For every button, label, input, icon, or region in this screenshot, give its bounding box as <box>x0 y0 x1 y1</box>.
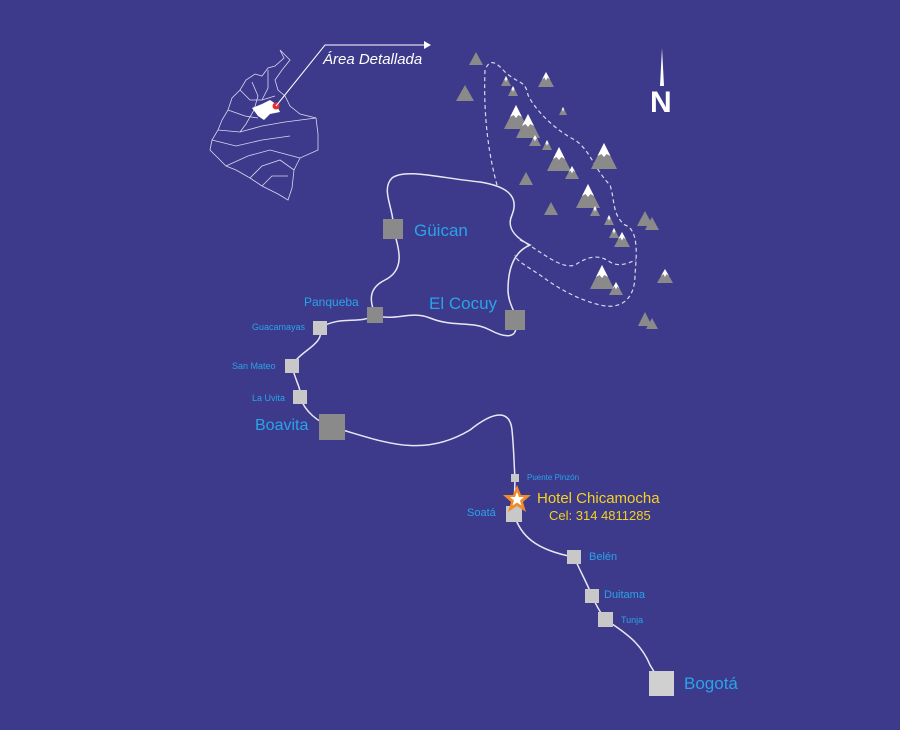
town-marker-san-mateo[interactable] <box>285 359 299 373</box>
town-label-belen: Belén <box>589 551 618 563</box>
hotel-phone: Cel: 314 4811285 <box>549 508 651 523</box>
snow-cap-icon <box>612 282 620 290</box>
hotel-name: Hotel Chicamocha <box>537 490 660 507</box>
town-marker-la-uvita[interactable] <box>293 390 307 404</box>
snow-cap-icon <box>522 114 534 127</box>
hiking-trail <box>484 62 637 307</box>
town-marker-duitama[interactable] <box>585 589 599 603</box>
inset-arrow-line <box>275 44 424 107</box>
snow-cap-icon <box>561 107 565 112</box>
town-label-bogota: Bogotá <box>684 674 738 693</box>
town-marker-puente-pinzon[interactable] <box>511 474 519 482</box>
town-label-el-cocuy: El Cocuy <box>429 294 498 313</box>
snow-cap-icon <box>503 76 509 82</box>
roads <box>291 172 662 684</box>
snow-cap-icon <box>553 147 565 160</box>
snow-cap-icon <box>618 232 626 241</box>
town-marker-belen[interactable] <box>567 550 581 564</box>
snow-cap-icon <box>510 105 522 118</box>
snow-cap-icon <box>661 269 669 277</box>
town-marker-boavita[interactable] <box>319 414 345 440</box>
inset-label: Área Detallada <box>323 51 423 68</box>
town-label-boavita: Boavita <box>255 417 309 434</box>
town-marker-el-cocuy[interactable] <box>505 310 525 330</box>
snow-cap-icon <box>544 140 550 146</box>
town-marker-bogota[interactable] <box>649 671 674 696</box>
hotel-star-icon[interactable] <box>503 485 531 512</box>
town-label-san-mateo: San Mateo <box>232 361 276 371</box>
snow-cap-icon <box>532 135 538 142</box>
mountain-icon <box>637 211 653 226</box>
mountain-icon <box>544 202 558 215</box>
compass-north-label: N <box>650 86 672 119</box>
town-label-puente-pinzon: Puente Pinzón <box>527 473 580 482</box>
town-marker-soata[interactable] <box>506 506 522 522</box>
mountain-icon <box>646 318 658 329</box>
snow-cap-icon <box>592 206 598 212</box>
snow-cap-icon <box>510 86 516 92</box>
snow-cap-icon <box>542 72 550 81</box>
snow-cap-icon <box>611 228 617 234</box>
town-label-soata: Soatá <box>467 507 496 519</box>
mountain-icon <box>456 85 474 101</box>
mountain-icon <box>519 172 533 185</box>
town-marker-tunja[interactable] <box>598 612 613 627</box>
town-markers <box>285 219 674 696</box>
town-label-guacamayas: Guacamayas <box>252 322 306 332</box>
town-label-tunja: Tunja <box>621 615 644 625</box>
mountain-icon <box>469 52 483 65</box>
mountain-range <box>456 52 673 329</box>
snow-cap-icon <box>606 215 612 221</box>
snow-cap-icon <box>596 265 608 278</box>
snow-cap-icon <box>597 143 611 157</box>
north-arrow-icon <box>660 48 664 86</box>
town-label-duitama: Duitama <box>604 589 645 601</box>
town-marker-guacamayas[interactable] <box>313 321 327 335</box>
town-label-panqueba: Panqueba <box>304 295 359 309</box>
arrow-head-icon <box>424 41 431 49</box>
town-label-la-uvita: La Uvita <box>252 393 286 403</box>
town-marker-guican[interactable] <box>383 219 403 239</box>
snow-cap-icon <box>582 184 594 197</box>
colombia-inset-map <box>209 49 319 201</box>
town-label-guican: Güican <box>414 221 468 240</box>
town-marker-panqueba[interactable] <box>367 307 383 323</box>
snow-cap-icon <box>568 166 576 174</box>
mountain-icon <box>645 217 659 230</box>
mountain-icon <box>638 312 652 326</box>
